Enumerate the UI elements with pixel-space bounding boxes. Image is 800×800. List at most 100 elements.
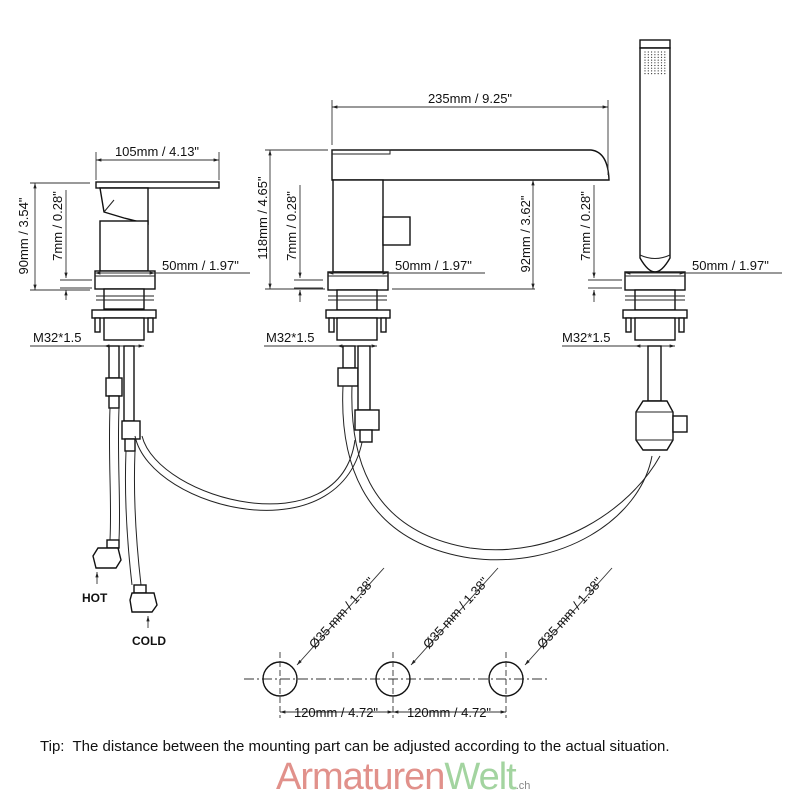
nozzle-dot [651, 56, 653, 59]
nozzle-dot [660, 59, 663, 61]
nozzle-dot [644, 64, 646, 67]
nozzle-dot [651, 59, 653, 61]
mixer-handle [91, 181, 220, 348]
spout-base-height-label: 7mm / 0.28" [284, 191, 299, 261]
nozzle-dot [651, 51, 653, 53]
spout-height-label: 92mm / 3.62" [518, 195, 533, 272]
hole-diameter-label-2: Ø35 mm / 1.38" [420, 574, 492, 652]
nozzle-dot [647, 64, 649, 67]
shower-thread-label: M32*1.5 [562, 330, 610, 345]
spout-thread-label: M32*1.5 [266, 330, 314, 345]
mixer-dimensions: 105mm / 4.13" 90mm / 3.54" 7mm / 0.28" 5… [16, 144, 250, 347]
nozzle-dot [644, 67, 646, 69]
shower-base-width-label: 50mm / 1.97" [692, 258, 769, 273]
hole-diameter-label-1: Ø35 mm / 1.38" [306, 574, 378, 652]
hot-label-group: HOT [82, 572, 108, 605]
shower-nozzle-grid [644, 51, 666, 75]
tip-note: Tip: The distance between the mounting p… [40, 738, 670, 755]
nozzle-dot [660, 54, 663, 56]
nozzle-dot [660, 62, 663, 64]
nozzle-dot [657, 56, 659, 59]
spout-body [332, 179, 384, 273]
nozzle-dot [654, 56, 656, 59]
nozzle-dot [647, 73, 649, 75]
spout-reach-label: 235mm / 9.25" [428, 91, 512, 106]
nozzle-dot [654, 70, 656, 72]
spout-dimensions: 235mm / 9.25" 118mm / 4.65" 7mm / 0.28" … [255, 91, 609, 347]
nozzle-dot [657, 54, 659, 56]
nozzle-dot [647, 56, 649, 59]
nozzle-dot [647, 59, 649, 61]
nozzle-dot [647, 54, 649, 56]
nozzle-dot [654, 67, 656, 69]
nozzle-dot [651, 67, 653, 69]
nozzle-dot [651, 64, 653, 67]
nozzle-dot [664, 62, 666, 64]
logo: ArmaturenWelt.ch [276, 756, 530, 799]
logo-part2: Welt [444, 756, 516, 798]
nozzle-dot [664, 51, 666, 53]
nozzle-dot [657, 67, 659, 69]
nozzle-dot [647, 51, 649, 53]
nozzle-dot [664, 67, 666, 69]
nozzle-dot [647, 70, 649, 72]
nozzle-dot [657, 73, 659, 75]
hole-diameter-label-3: Ø35 mm / 1.38" [534, 574, 606, 652]
mixer-lever [95, 181, 220, 189]
spout-base [327, 271, 389, 291]
nozzle-dot [644, 59, 646, 61]
nozzle-dot [654, 59, 656, 61]
logo-part1: Armaturen [276, 756, 445, 798]
mixer-body [99, 220, 149, 272]
nozzle-dot [654, 51, 656, 53]
hot-label: HOT [82, 591, 108, 605]
hole-spacing-label-2: 120mm / 4.72" [407, 705, 491, 720]
nozzle-dot [664, 54, 666, 56]
nozzle-dot [644, 56, 646, 59]
nozzle-dot [660, 70, 663, 72]
mixer-base [94, 270, 156, 290]
hose-connector [635, 400, 674, 451]
nozzle-dot [644, 73, 646, 75]
shower-handle [639, 47, 671, 273]
nozzle-dot [657, 51, 659, 53]
nozzle-dot [660, 73, 663, 75]
cold-nut [129, 592, 158, 613]
nozzle-dot [657, 70, 659, 72]
nozzle-dot [660, 56, 663, 59]
mixer-height-label: 90mm / 3.54" [16, 197, 31, 274]
nozzle-dot [657, 64, 659, 67]
nozzle-dot [664, 70, 666, 72]
nozzle-dot [647, 62, 649, 64]
hoses [92, 345, 661, 613]
shower-dimensions: 7mm / 0.28" 50mm / 1.97" M32*1.5 [562, 185, 782, 347]
hand-shower [622, 39, 688, 451]
nozzle-dot [664, 73, 666, 75]
nozzle-dot [644, 62, 646, 64]
nozzle-dot [651, 54, 653, 56]
mixer-width-label: 105mm / 4.13" [115, 144, 199, 159]
hole-spacing-label-1: 120mm / 4.72" [294, 705, 378, 720]
nozzle-dot [644, 51, 646, 53]
spout-arm [331, 149, 610, 181]
spout-total-height-label: 118mm / 4.65" [255, 176, 270, 260]
nozzle-dot [647, 67, 649, 69]
shower-base [624, 271, 686, 291]
nozzle-dot [654, 73, 656, 75]
mixer-base-width-label: 50mm / 1.97" [162, 258, 239, 273]
nozzle-dot [654, 62, 656, 64]
nozzle-dot [651, 73, 653, 75]
logo-suffix: .ch [515, 780, 531, 792]
nozzle-dot [644, 54, 646, 56]
nozzle-dot [654, 64, 656, 67]
nozzle-dot [660, 51, 663, 53]
nozzle-dot [660, 67, 663, 69]
nozzle-dot [660, 64, 663, 67]
nozzle-dot [664, 59, 666, 61]
shower-base-height-label: 7mm / 0.28" [578, 191, 593, 261]
hot-nut [92, 547, 122, 569]
cold-label-group: COLD [132, 616, 166, 648]
hole-pattern: 120mm / 4.72" 120mm / 4.72" Ø35 mm / 1.3… [244, 567, 613, 720]
nozzle-dot [651, 70, 653, 72]
